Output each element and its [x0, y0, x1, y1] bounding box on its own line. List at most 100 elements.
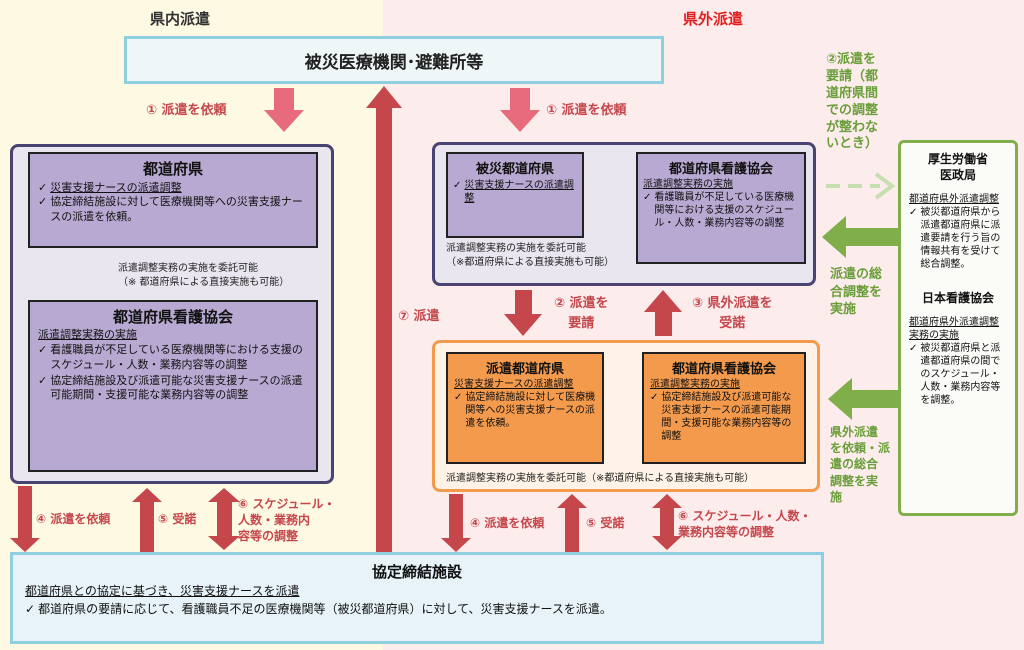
- out-coordination-line: を依頼・派: [830, 441, 891, 456]
- left-schedule-line: ⑥ スケジュール・: [238, 497, 336, 511]
- mhlw-request-line: いとき）: [826, 136, 879, 152]
- mhlw-request-dashed-arrow: [826, 172, 896, 200]
- right-request-arrow: [500, 88, 540, 132]
- total-coordination-line: 実施: [830, 302, 857, 318]
- mhlw-subtitle: 都道府県外派遣調整: [909, 194, 999, 206]
- affected-nursing-association-item-1: 看護職員が不足している医療機関等における支援のスケジュール・人数・業務内容等の調…: [643, 191, 799, 230]
- mhlw-request-line: ②派遣を: [826, 52, 877, 67]
- mhlw-item-text: 被災都道府県から派遣都道府県に派遣要請を行う旨の情報共有を受けて総合調整。: [920, 207, 1001, 271]
- agreement-facilities-item: 都道府県の要請に応じて、看護職員不足の医療機関等（被災都道府県）に対して、災害支…: [25, 602, 809, 618]
- affected-prefecture-item-1: 災害支援ナースの派遣調整: [453, 179, 577, 205]
- right-schedule-line: ⑥ スケジュール・人数・: [678, 509, 812, 523]
- prefecture-box: 都道府県 災害支援ナースの派遣調整 協定締結施設に対して医療機関等への災害支援ナ…: [28, 152, 318, 248]
- left-delegate-note-line1: 派遣調整実務の実施を委託可能: [118, 263, 258, 274]
- left-bottom-request-label: ④ 派遣を依頼: [36, 512, 111, 526]
- total-coordination-line: 合調整を: [830, 284, 883, 300]
- dispatching-prefecture-item-2: 協定締結施設に対して医療機関等への災害支援ナースの派遣を依頼。: [454, 391, 596, 430]
- upper-delegate-note-line2: （※都道府県による直接実施も可能）: [446, 256, 615, 268]
- request-dispatch-label-line2: 要請: [568, 315, 595, 331]
- accept-out-label: ③ 県外派遣を 受諾: [692, 294, 773, 333]
- domestic-dispatch-title: 県内派遣: [150, 10, 211, 28]
- nursing-association-item-1-text: 看護職員が不足している医療機関等における支援のスケジュール・人数・業務内容等の調…: [50, 343, 303, 371]
- left-bottom-request-arrow: [10, 486, 40, 552]
- mhlw-title-line2: 医政局: [939, 168, 976, 183]
- right-bottom-request-label: ④ 派遣を依頼: [470, 516, 545, 530]
- left-schedule-line: 容等の調整: [238, 529, 299, 544]
- accept-out-arrow: [644, 290, 682, 336]
- out-of-prefecture-dispatch-title: 県外派遣: [683, 10, 744, 28]
- affected-nursing-association-title: 都道府県看護協会: [668, 162, 773, 177]
- out-coordination-line: 施: [830, 489, 843, 504]
- left-bottom-accept-arrow: [132, 488, 162, 552]
- total-coordination-arrow: [822, 216, 898, 258]
- left-bottom-schedule-label: ⑥ スケジュール・ 人数・業務内 容等の調整: [238, 496, 336, 545]
- mhlw-request-line: 道府県間: [826, 85, 879, 101]
- agreement-facilities-title: 協定締結施設: [371, 563, 462, 581]
- affected-prefecture-title: 被災都道府県: [475, 162, 554, 177]
- dispatching-prefecture-box: 派遣都道府県 災害支援ナースの派遣調整 協定締結施設に対して医療機関等への災害支…: [446, 352, 604, 464]
- request-dispatch-label: ② 派遣を 要請: [554, 294, 609, 333]
- nursing-association-item-2: 協定締結施設及び派遣可能な災害支援ナースの派遣可能期間・支援可能な業務内容等の調…: [38, 374, 308, 403]
- right-bottom-schedule-arrow: [652, 494, 682, 550]
- out-coordination-arrow: [828, 378, 898, 420]
- out-coordination-line: 遣の総合: [830, 457, 879, 472]
- nursing-association-subtitle: 派遣調整実務の実施: [38, 328, 137, 341]
- affected-nursing-association-item-1-text: 看護職員が不足している医療機関等における支援のスケジュール・人数・業務内容等の調…: [654, 192, 795, 229]
- jna-item: 被災都道府県と派遣都道府県の間でのスケジュール・人数・業務内容等を調整。: [909, 342, 1007, 407]
- upper-delegate-note-line1: 派遣調整実務の実施を委託可能: [446, 243, 586, 254]
- affected-nursing-association-box: 都道府県看護協会 派遣調整実務の実施 看護職員が不足している医療機関等における支…: [636, 152, 806, 264]
- affected-nursing-association-subtitle: 派遣調整実務の実施: [643, 179, 733, 190]
- dispatching-prefecture-item-2-text: 協定締結施設に対して医療機関等への災害支援ナースの派遣を依頼。: [465, 392, 596, 429]
- nursing-association-item-2-text: 協定締結施設及び派遣可能な災害支援ナースの派遣可能期間・支援可能な業務内容等の調…: [50, 373, 303, 402]
- left-request-arrow: [264, 88, 304, 132]
- prefecture-nursing-association-box: 都道府県看護協会 派遣調整実務の実施 看護職員が不足している医療機関等における支…: [28, 300, 318, 472]
- right-bottom-accept-arrow: [557, 494, 587, 552]
- affected-prefecture-box: 被災都道府県 災害支援ナースの派遣調整: [446, 152, 584, 238]
- right-bottom-request-arrow: [441, 494, 471, 552]
- total-coordination-line: 派遣の総: [830, 267, 883, 282]
- jna-item-text: 被災都道府県と派遣都道府県の間でのスケジュール・人数・業務内容等を調整。: [920, 343, 1001, 407]
- mhlw-request-line: が整わな: [826, 119, 879, 135]
- nursing-association-title: 都道府県看護協会: [112, 308, 233, 326]
- prefecture-item-2: 協定締結施設に対して医療機関等への災害支援ナースの派遣を依頼。: [38, 195, 308, 224]
- affected-prefecture-item-1-text: 災害支援ナースの派遣調整: [464, 180, 574, 204]
- prefecture-item-2-text: 協定締結施設に対して医療機関等への災害支援ナースの派遣を依頼。: [50, 195, 303, 223]
- agreement-facilities-subtitle: 都道府県との協定に基づき、災害支援ナースを派遣: [25, 584, 300, 598]
- mhlw-request-line: での調整: [826, 102, 879, 118]
- left-schedule-line: 人数・業務内: [238, 513, 311, 528]
- mhlw-request-label: ②派遣を 要請（都 道府県間 での調整 が整わな いとき）: [826, 52, 878, 153]
- dispatch-arrow: [366, 86, 402, 554]
- jna-subtitle: 都道府県外派遣調整実務の実施: [909, 317, 999, 342]
- total-coordination-label: 派遣の総 合調整を 実施: [830, 266, 882, 319]
- right-bottom-accept-label: ⑤ 受諾: [586, 516, 625, 530]
- request-dispatch-arrow: [504, 290, 542, 336]
- accept-out-label-line1: ③ 県外派遣を: [692, 296, 773, 311]
- accept-out-label-line2: 受諾: [719, 315, 746, 331]
- agreement-facilities-item-text: 都道府県の要請に応じて、看護職員不足の医療機関等（被災都道府県）に対して、災害支…: [38, 601, 612, 616]
- dispatch-label: ⑦ 派遣: [398, 309, 440, 324]
- dispatching-nursing-association-title: 都道府県看護協会: [671, 362, 776, 377]
- out-coordination-line: 県外派遣: [830, 425, 879, 439]
- mhlw-title: 厚生労働省 医政局: [909, 151, 1007, 183]
- mhlw-title-line1: 厚生労働省: [927, 152, 988, 166]
- left-bottom-schedule-arrow: [208, 488, 240, 550]
- dispatching-prefecture-title: 派遣都道府県: [485, 362, 564, 377]
- prefecture-title: 都道府県: [142, 160, 203, 178]
- jna-title: 日本看護協会: [921, 291, 994, 306]
- right-request-label: ① 派遣を依頼: [546, 103, 627, 118]
- dispatching-nursing-association-item-1-text: 協定締結施設及び派遣可能な災害支援ナースの派遣可能期間・支援可能な業務内容等の調…: [661, 392, 792, 442]
- prefecture-item-1-text: 災害支援ナースの派遣調整: [50, 181, 182, 194]
- prefecture-item-1: 災害支援ナースの派遣調整: [38, 181, 308, 195]
- agreement-facilities-box: 協定締結施設 都道府県との協定に基づき、災害支援ナースを派遣 都道府県の要請に応…: [10, 552, 824, 644]
- request-dispatch-label-line1: ② 派遣を: [554, 296, 609, 311]
- left-bottom-accept-label: ⑤ 受諾: [158, 512, 197, 526]
- dispatching-nursing-association-item-1: 協定締結施設及び派遣可能な災害支援ナースの派遣可能期間・支援可能な業務内容等の調…: [650, 391, 798, 443]
- right-bottom-schedule-label: ⑥ スケジュール・人数・ 業務内容等の調整: [678, 508, 812, 540]
- left-delegate-note: 派遣調整実務の実施を委託可能 （※ 都道府県による直接実施も可能）: [118, 262, 330, 289]
- left-request-label: ① 派遣を依頼: [146, 103, 227, 118]
- out-coordination-label: 県外派遣 を依頼・派 遣の総合 調整を実 施: [830, 424, 890, 505]
- lower-delegate-note: 派遣調整実務の実施を委託可能（※都道府県による直接実施も可能）: [446, 473, 755, 484]
- mhlw-item: 被災都道府県から派遣都道府県に派遣要請を行う旨の情報共有を受けて総合調整。: [909, 206, 1007, 271]
- right-schedule-line: 業務内容等の調整: [678, 525, 775, 540]
- out-coordination-line: 調整を実: [830, 473, 879, 488]
